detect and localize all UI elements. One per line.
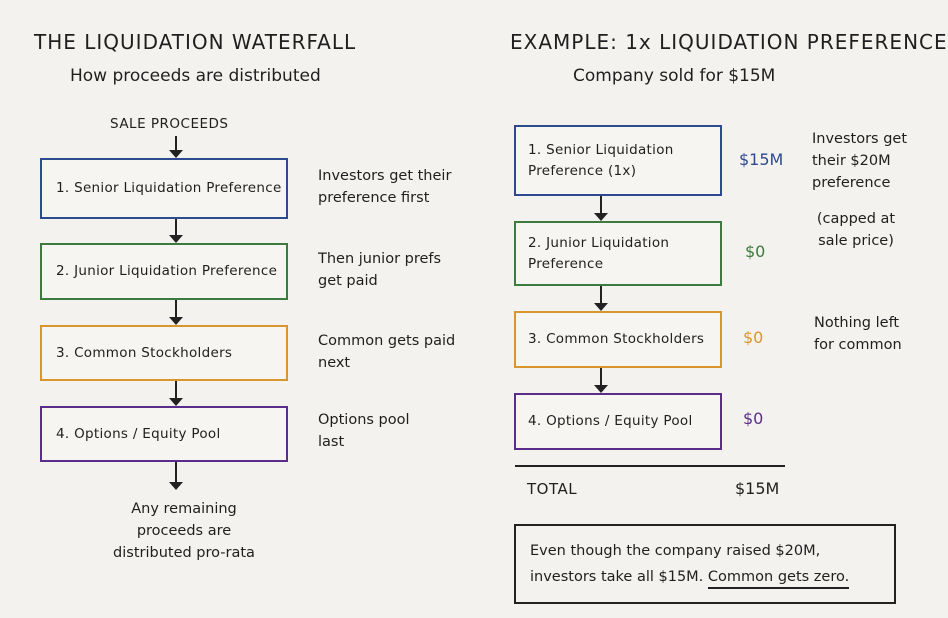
- right-subtitle: Company sold for $15M: [573, 66, 776, 86]
- arrow-down-icon: [169, 462, 183, 490]
- conclusion-text: Even though the company raised $20M, inv…: [530, 543, 821, 585]
- left-footer-note: Any remaining proceeds are distributed p…: [113, 501, 255, 561]
- right-tier-1-box: 1. Senior Liquidation Preference (1x): [514, 125, 722, 196]
- right-title: EXAMPLE: 1x LIQUIDATION PREFERENCE: [510, 30, 948, 54]
- left-note-1: Investors get their preference first: [318, 168, 452, 206]
- right-tier-4-label: 4. Options / Equity Pool: [528, 413, 693, 429]
- left-subtitle: How proceeds are distributed: [70, 66, 321, 86]
- left-tier-3-label: 3. Common Stockholders: [56, 344, 233, 361]
- right-tier-2-label: 2. Junior Liquidation Preference: [528, 234, 670, 272]
- conclusion-emphasis: Common gets zero.: [707, 569, 850, 589]
- right-tier-1-amount: $15M: [739, 150, 784, 169]
- total-divider: [515, 465, 785, 467]
- arrow-down-icon: [594, 286, 608, 311]
- left-tier-1-box: 1. Senior Liquidation Preference: [40, 158, 288, 219]
- arrow-down-icon: [594, 196, 608, 221]
- right-tier-2-box: 2. Junior Liquidation Preference: [514, 221, 722, 286]
- arrow-down-icon: [169, 136, 183, 158]
- left-note-3: Common gets paid next: [318, 333, 456, 371]
- right-note-capped: (capped at sale price): [816, 211, 896, 249]
- right-tier-3-box: 3. Common Stockholders: [514, 311, 722, 368]
- arrow-down-icon: [169, 381, 183, 406]
- sale-proceeds-label: SALE PROCEEDS: [110, 116, 229, 132]
- right-tier-3-label: 3. Common Stockholders: [528, 331, 705, 347]
- right-tier-2-amount: $0: [745, 242, 766, 261]
- arrow-down-icon: [169, 219, 183, 243]
- right-tier-4-box: 4. Options / Equity Pool: [514, 393, 722, 450]
- conclusion-box: Even though the company raised $20M, inv…: [514, 524, 896, 604]
- left-tier-1-label: 1. Senior Liquidation Preference: [56, 180, 282, 196]
- left-tier-3-box: 3. Common Stockholders: [40, 325, 288, 381]
- left-note-4: Options pool last: [318, 412, 410, 450]
- left-tier-2-box: 2. Junior Liquidation Preference: [40, 243, 288, 300]
- left-note-2: Then junior prefs get paid: [318, 251, 442, 289]
- left-tier-4-label: 4. Options / Equity Pool: [56, 425, 221, 442]
- left-title: THE LIQUIDATION WATERFALL: [34, 30, 357, 54]
- total-value: $15M: [735, 479, 780, 498]
- total-label: TOTAL: [527, 480, 578, 498]
- arrow-down-icon: [594, 368, 608, 393]
- left-tier-4-box: 4. Options / Equity Pool: [40, 406, 288, 462]
- left-tier-2-label: 2. Junior Liquidation Preference: [56, 263, 278, 279]
- right-tier-1-label: 1. Senior Liquidation Preference (1x): [528, 141, 674, 179]
- right-note-investors: Investors get their $20M preference: [812, 131, 908, 191]
- right-tier-3-amount: $0: [743, 328, 764, 347]
- right-tier-4-amount: $0: [743, 409, 764, 428]
- arrow-down-icon: [169, 300, 183, 325]
- right-note-common: Nothing left for common: [814, 315, 902, 353]
